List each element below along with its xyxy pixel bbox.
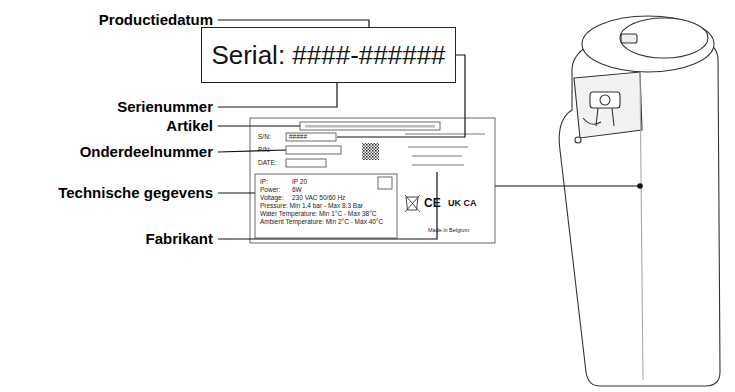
water-softener xyxy=(559,16,720,386)
leader-line xyxy=(218,172,437,239)
serial-text: Serial: ####-###### xyxy=(211,41,445,70)
leader-line xyxy=(218,150,286,152)
plate-text: Ambient Temperature: Min 2°C - Max 40°C xyxy=(260,218,383,225)
leader-dot xyxy=(637,183,643,189)
plate-text: IP: xyxy=(260,178,268,185)
plate-text: 6W xyxy=(292,186,302,193)
callout-label: Artikel xyxy=(166,118,213,135)
plate-text: S/N: xyxy=(258,133,271,140)
plate-text: P/N: xyxy=(258,146,271,153)
plate-text: Power: xyxy=(260,186,280,193)
callout-label: Technische gegevens xyxy=(58,185,213,202)
serial-zoom-box: Serial: ####-###### xyxy=(201,27,456,83)
weee-bin-symbol xyxy=(405,195,420,212)
callout-label: Serienummer xyxy=(117,99,213,116)
plate-text: IP 20 xyxy=(292,178,307,185)
plate-text: Pressure: Min 1.4 bar - Max 8.3 Bar xyxy=(260,202,363,209)
callout-label: Onderdeelnummer xyxy=(80,144,213,161)
plate-text: Made in Belgium xyxy=(428,227,469,233)
mark-symbol: CE xyxy=(424,197,441,210)
leader-line xyxy=(218,125,300,126)
plate-text: 230 VAC 50/60 Hz xyxy=(292,194,345,201)
plate-fine-print xyxy=(305,125,485,166)
leader-line xyxy=(218,192,255,193)
callout-label: Productiedatum xyxy=(99,12,213,29)
plate-text: Water Temperature: Min 1°C - Max 38°C xyxy=(260,210,376,217)
plate-text: Voltage: xyxy=(260,194,284,201)
leader-line xyxy=(495,185,640,186)
mark-symbol: UK CA xyxy=(448,199,477,209)
callout-label: Fabrikant xyxy=(145,231,213,248)
plate-text: ##### xyxy=(289,133,307,140)
plate-text: DATE: xyxy=(258,159,277,166)
